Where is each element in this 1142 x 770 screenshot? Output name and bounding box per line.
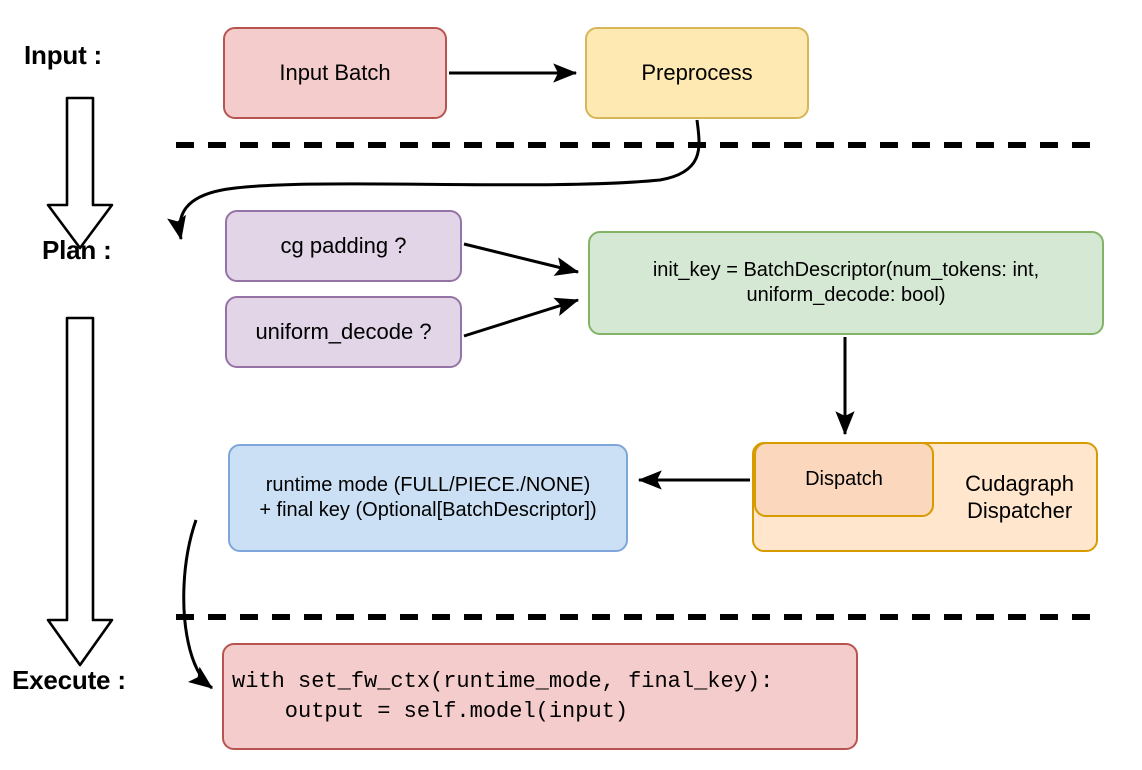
- node-cg-padding[interactable]: cg padding ?: [225, 210, 462, 282]
- node-cg-padding-label: cg padding ?: [280, 233, 407, 259]
- stage-arrow-input-to-plan-icon: [46, 96, 114, 250]
- connector-uniform-decode-to-init-key: [463, 297, 580, 338]
- node-dispatch[interactable]: Dispatch: [754, 442, 934, 517]
- node-input-batch[interactable]: Input Batch: [223, 27, 447, 119]
- node-execute-code[interactable]: with set_fw_ctx(runtime_mode, final_key)…: [222, 643, 858, 750]
- connector-runtime-mode-to-execute-code: [182, 519, 213, 690]
- node-uniform-decode-label: uniform_decode ?: [255, 319, 432, 345]
- stage-label-execute: Execute :: [12, 665, 126, 695]
- stage-label-plan: Plan :: [42, 235, 112, 265]
- node-uniform-decode[interactable]: uniform_decode ?: [225, 296, 462, 368]
- node-cudagraph-dispatcher-label: Cudagraph Dispatcher: [965, 470, 1074, 524]
- node-init-key[interactable]: init_key = BatchDescriptor(num_tokens: i…: [588, 231, 1104, 335]
- node-preprocess-label: Preprocess: [641, 60, 753, 86]
- node-preprocess[interactable]: Preprocess: [585, 27, 809, 119]
- stage-arrow-plan-to-execute-icon: [46, 316, 114, 667]
- node-input-batch-label: Input Batch: [279, 60, 391, 86]
- stage-label-input: Input :: [24, 40, 103, 70]
- node-runtime-mode-label: runtime mode (FULL/PIECE./NONE) + final …: [259, 474, 597, 521]
- node-dispatch-label: Dispatch: [805, 468, 883, 490]
- connector-preprocess-to-cg-padding: [167, 119, 701, 241]
- node-init-key-label: init_key = BatchDescriptor(num_tokens: i…: [652, 259, 1040, 306]
- node-execute-code-label: with set_fw_ctx(runtime_mode, final_key)…: [232, 668, 774, 724]
- node-runtime-mode[interactable]: runtime mode (FULL/PIECE./NONE) + final …: [228, 444, 628, 552]
- connector-cg-padding-to-init-key: [463, 242, 580, 276]
